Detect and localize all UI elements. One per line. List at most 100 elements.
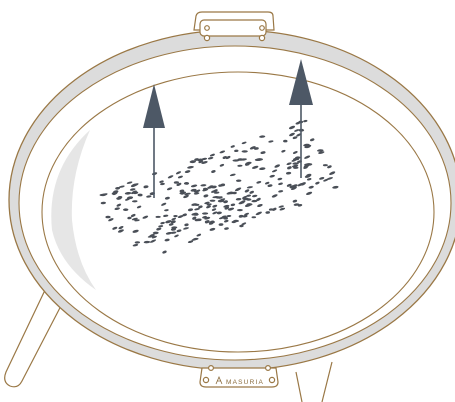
seed (206, 205, 211, 209)
seed (218, 216, 225, 220)
seed (219, 163, 225, 167)
up-arrow-icon (143, 84, 165, 198)
seed (173, 181, 179, 184)
seed (265, 181, 270, 185)
seed (230, 203, 236, 207)
seed (177, 215, 184, 219)
seed (252, 165, 259, 169)
seed (241, 141, 247, 145)
seed (315, 181, 320, 185)
seed (227, 207, 235, 211)
seed (209, 227, 216, 231)
seed (226, 214, 232, 218)
seed (246, 203, 253, 206)
hoop-inner (41, 71, 435, 353)
seed (183, 181, 190, 185)
seed (184, 192, 191, 196)
hoop-ring (8, 29, 455, 371)
seed (189, 160, 196, 164)
seed (151, 235, 157, 239)
seed (278, 190, 284, 193)
seed (171, 226, 178, 229)
seed (220, 198, 226, 201)
seed (259, 167, 266, 171)
seed (171, 217, 176, 221)
up-arrow-icon (289, 59, 313, 178)
seed (191, 212, 198, 216)
seed (158, 225, 164, 228)
seed (274, 164, 281, 168)
seed (303, 119, 308, 123)
seed (183, 194, 189, 199)
brand-name: MASURIA (226, 379, 264, 386)
seed (129, 188, 136, 191)
seed (240, 158, 247, 161)
hoop-inner-shadow (51, 130, 96, 290)
seed (279, 207, 286, 211)
seed (317, 149, 324, 152)
seed (244, 189, 250, 193)
seed (222, 156, 228, 159)
seed (304, 155, 311, 159)
seed (211, 170, 216, 173)
seed (297, 183, 304, 187)
seed (260, 151, 266, 154)
seed (152, 231, 159, 235)
seed (224, 219, 229, 223)
seed (168, 223, 174, 226)
seed (249, 190, 254, 194)
seed (239, 224, 244, 228)
seed (259, 135, 266, 138)
seed (132, 243, 139, 247)
seed (160, 221, 165, 225)
seed (193, 192, 200, 195)
seed (268, 140, 274, 143)
seed (117, 229, 124, 233)
seed (308, 185, 314, 189)
seed (194, 158, 199, 161)
seed (100, 201, 106, 205)
seed (204, 201, 210, 205)
seed (289, 185, 294, 189)
seed (240, 200, 246, 203)
seed (224, 227, 229, 230)
seed (234, 149, 239, 153)
seed (278, 205, 284, 208)
seed (187, 166, 194, 169)
logo-mark-icon (215, 375, 223, 385)
seed (306, 178, 312, 181)
seed (326, 177, 333, 180)
seed (271, 194, 278, 198)
seed (156, 227, 162, 231)
seed (200, 184, 207, 187)
seed (291, 159, 297, 162)
seed (219, 150, 226, 154)
seed (292, 162, 299, 165)
seed (329, 171, 336, 175)
seed (162, 250, 167, 254)
seed (309, 138, 315, 142)
seed (230, 145, 235, 148)
seed (288, 125, 296, 130)
seed (212, 204, 218, 208)
seed (173, 214, 178, 218)
top-clamp (193, 11, 275, 42)
seed (194, 208, 200, 211)
seed (234, 187, 242, 192)
seed (306, 191, 313, 196)
seed (160, 182, 165, 186)
seed (318, 151, 325, 154)
seed (195, 189, 201, 193)
seed (164, 196, 170, 200)
seed (251, 216, 257, 219)
seed (190, 184, 198, 188)
seed (176, 182, 182, 186)
seed (237, 164, 243, 167)
seed (304, 174, 311, 178)
seed (187, 240, 194, 244)
seed (228, 191, 235, 195)
seed (294, 129, 300, 132)
seed (118, 185, 125, 188)
seed (249, 146, 256, 150)
seed (209, 153, 215, 157)
